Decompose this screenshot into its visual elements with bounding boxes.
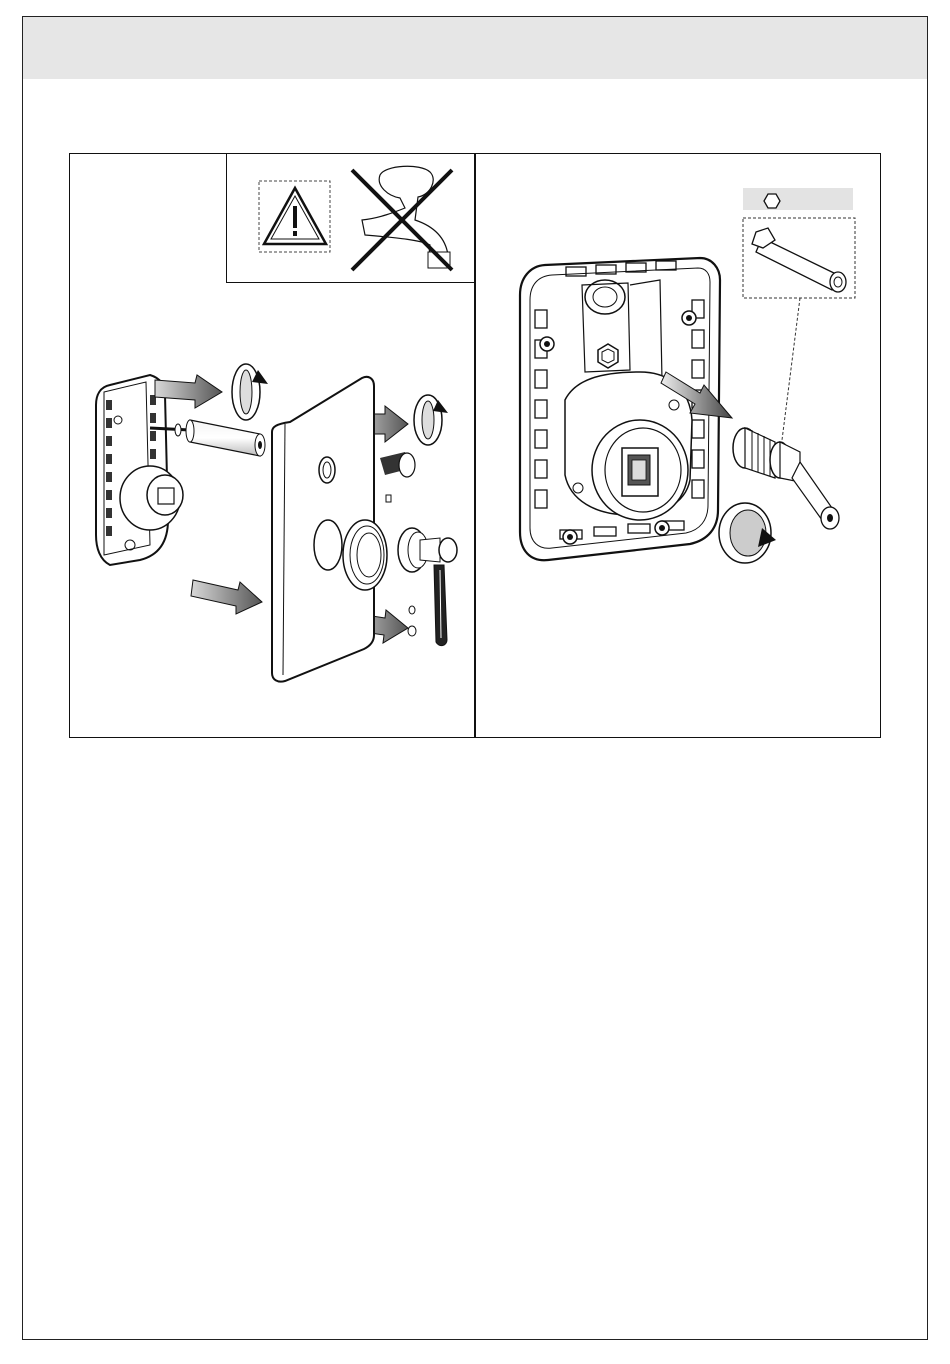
- rotate-arrow-icon: [719, 503, 776, 563]
- hex-socket-tool: [752, 228, 846, 292]
- valve-body-mounting-frame: [520, 258, 720, 560]
- hex-wrench-icon: [764, 194, 780, 208]
